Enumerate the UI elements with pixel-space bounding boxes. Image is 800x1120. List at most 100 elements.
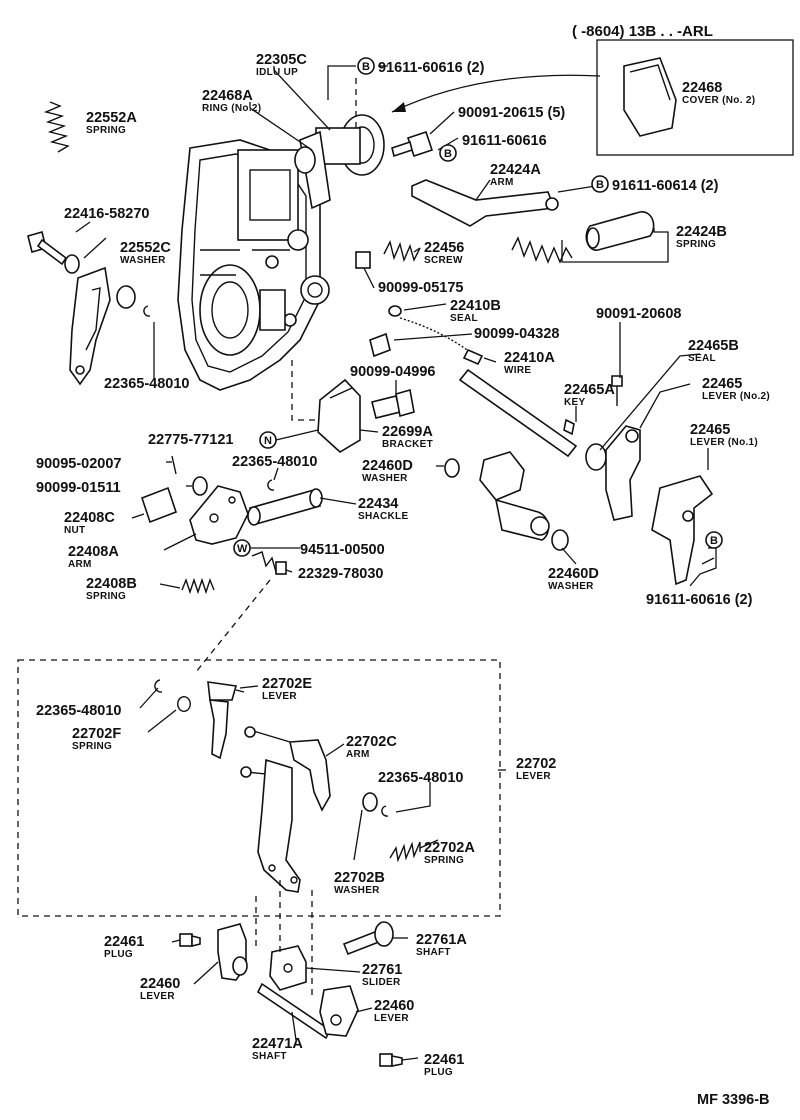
- part-label-p22365_48010_d: 22365-48010: [378, 770, 463, 786]
- part-name: ARM: [68, 559, 92, 570]
- bracket-22699a-illustration: [317, 378, 415, 453]
- part-number: 22410A: [504, 350, 555, 366]
- part-name: SEAL: [450, 313, 478, 324]
- part-number: 22699A: [382, 424, 433, 440]
- washer-left-illustration: [116, 285, 136, 309]
- svg-text:W: W: [237, 543, 248, 555]
- nut-90099-05175-illustration: [355, 251, 371, 269]
- part-name: SPRING: [86, 125, 126, 136]
- part-name: WASHER: [362, 473, 408, 484]
- part-name: BRACKET: [382, 439, 433, 450]
- spring-22702f-illustration: [177, 696, 191, 712]
- part-label-p90099_04328: 90099-04328: [474, 326, 559, 342]
- clip-22365-illustration: [143, 305, 151, 317]
- part-number: 90095-02007: [36, 456, 121, 472]
- washer-22702b-illustration: [362, 792, 378, 812]
- b-symbol-2: B: [439, 144, 457, 162]
- figure-code: MF 3396-B: [697, 1092, 770, 1108]
- part-number: 91611-60616: [462, 133, 547, 149]
- seal-22465b-illustration: [585, 443, 607, 471]
- part-label-p22775_77121: 22775-77121: [148, 432, 233, 448]
- part-number: 22702A: [424, 840, 475, 856]
- part-number: 22702C: [346, 734, 397, 750]
- part-label-p91611_60614: 91611-60614 (2): [612, 178, 719, 194]
- part-label-p90099_01511: 90099-01511: [36, 480, 121, 496]
- part-name: LEVER: [140, 991, 175, 1002]
- part-name: LEVER: [374, 1013, 409, 1024]
- part-number: 22702B: [334, 870, 385, 886]
- part-name: COVER (No. 2): [682, 95, 755, 106]
- part-number: 22471A: [252, 1036, 303, 1052]
- slider-22761-illustration: [269, 945, 307, 991]
- svg-text:B: B: [444, 148, 452, 160]
- part-label-p91611_60616_top: 91611-60616 (2): [378, 60, 485, 76]
- part-number: 90099-01511: [36, 480, 121, 496]
- idle-up-actuator-illustration: [294, 114, 385, 210]
- bolt-22416-illustration: [27, 231, 68, 266]
- part-number: 22434: [358, 496, 398, 512]
- washer-22552c-illustration: [64, 254, 80, 274]
- plug-22461-bottom-illustration: [379, 1053, 403, 1067]
- part-name: WIRE: [504, 365, 531, 376]
- part-name: SHAFT: [252, 1051, 287, 1062]
- part-label-p90091_20608: 90091-20608: [596, 306, 681, 322]
- part-name: NUT: [64, 525, 85, 536]
- bracket-leader-dash: [291, 360, 318, 421]
- part-number: 22468A: [202, 88, 253, 104]
- part-name: SHACKLE: [358, 511, 408, 522]
- part-number: 22465: [702, 376, 742, 392]
- part-number: 90091-20615 (5): [458, 105, 565, 121]
- part-number: 90099-04996: [350, 364, 435, 380]
- b-symbol-1: B: [357, 57, 375, 75]
- shaft-22761a-illustration: [342, 921, 394, 956]
- washer-90099-01511-illustration: [192, 476, 208, 496]
- part-name: IDLU UP: [256, 67, 298, 78]
- part-number: 22761: [362, 962, 402, 978]
- part-name: LEVER (No.2): [702, 391, 770, 402]
- part-number: 22410B: [450, 298, 501, 314]
- part-name: SPRING: [72, 741, 112, 752]
- part-number: 91611-60616 (2): [378, 60, 485, 76]
- part-number: 22365-48010: [378, 770, 463, 786]
- part-number: 22365-48010: [36, 703, 121, 719]
- part-name: WASHER: [334, 885, 380, 896]
- part-name: LEVER (No.1): [690, 437, 758, 448]
- svg-text:N: N: [264, 435, 272, 447]
- part-number: 22465B: [688, 338, 739, 354]
- part-number: 91611-60616 (2): [646, 592, 753, 608]
- part-number: 22465: [690, 422, 730, 438]
- part-name: LEVER: [262, 691, 297, 702]
- cover-inset-box: [596, 39, 794, 156]
- screw-22456-illustration: [383, 239, 421, 263]
- part-name: RING (No.2): [202, 103, 261, 114]
- cover-edge-line: [629, 64, 671, 101]
- part-number: 22305C: [256, 52, 307, 68]
- shaft-22471a-illustration: [256, 982, 332, 1040]
- part-number: 22456: [424, 240, 464, 256]
- part-number: 22365-48010: [232, 454, 317, 470]
- part-number: 91611-60614 (2): [612, 178, 719, 194]
- wire-end-illustration: [462, 348, 484, 366]
- part-label-p22365_48010_b: 22365-48010: [232, 454, 317, 470]
- part-name: SPRING: [424, 855, 464, 866]
- part-name: ARM: [490, 177, 514, 188]
